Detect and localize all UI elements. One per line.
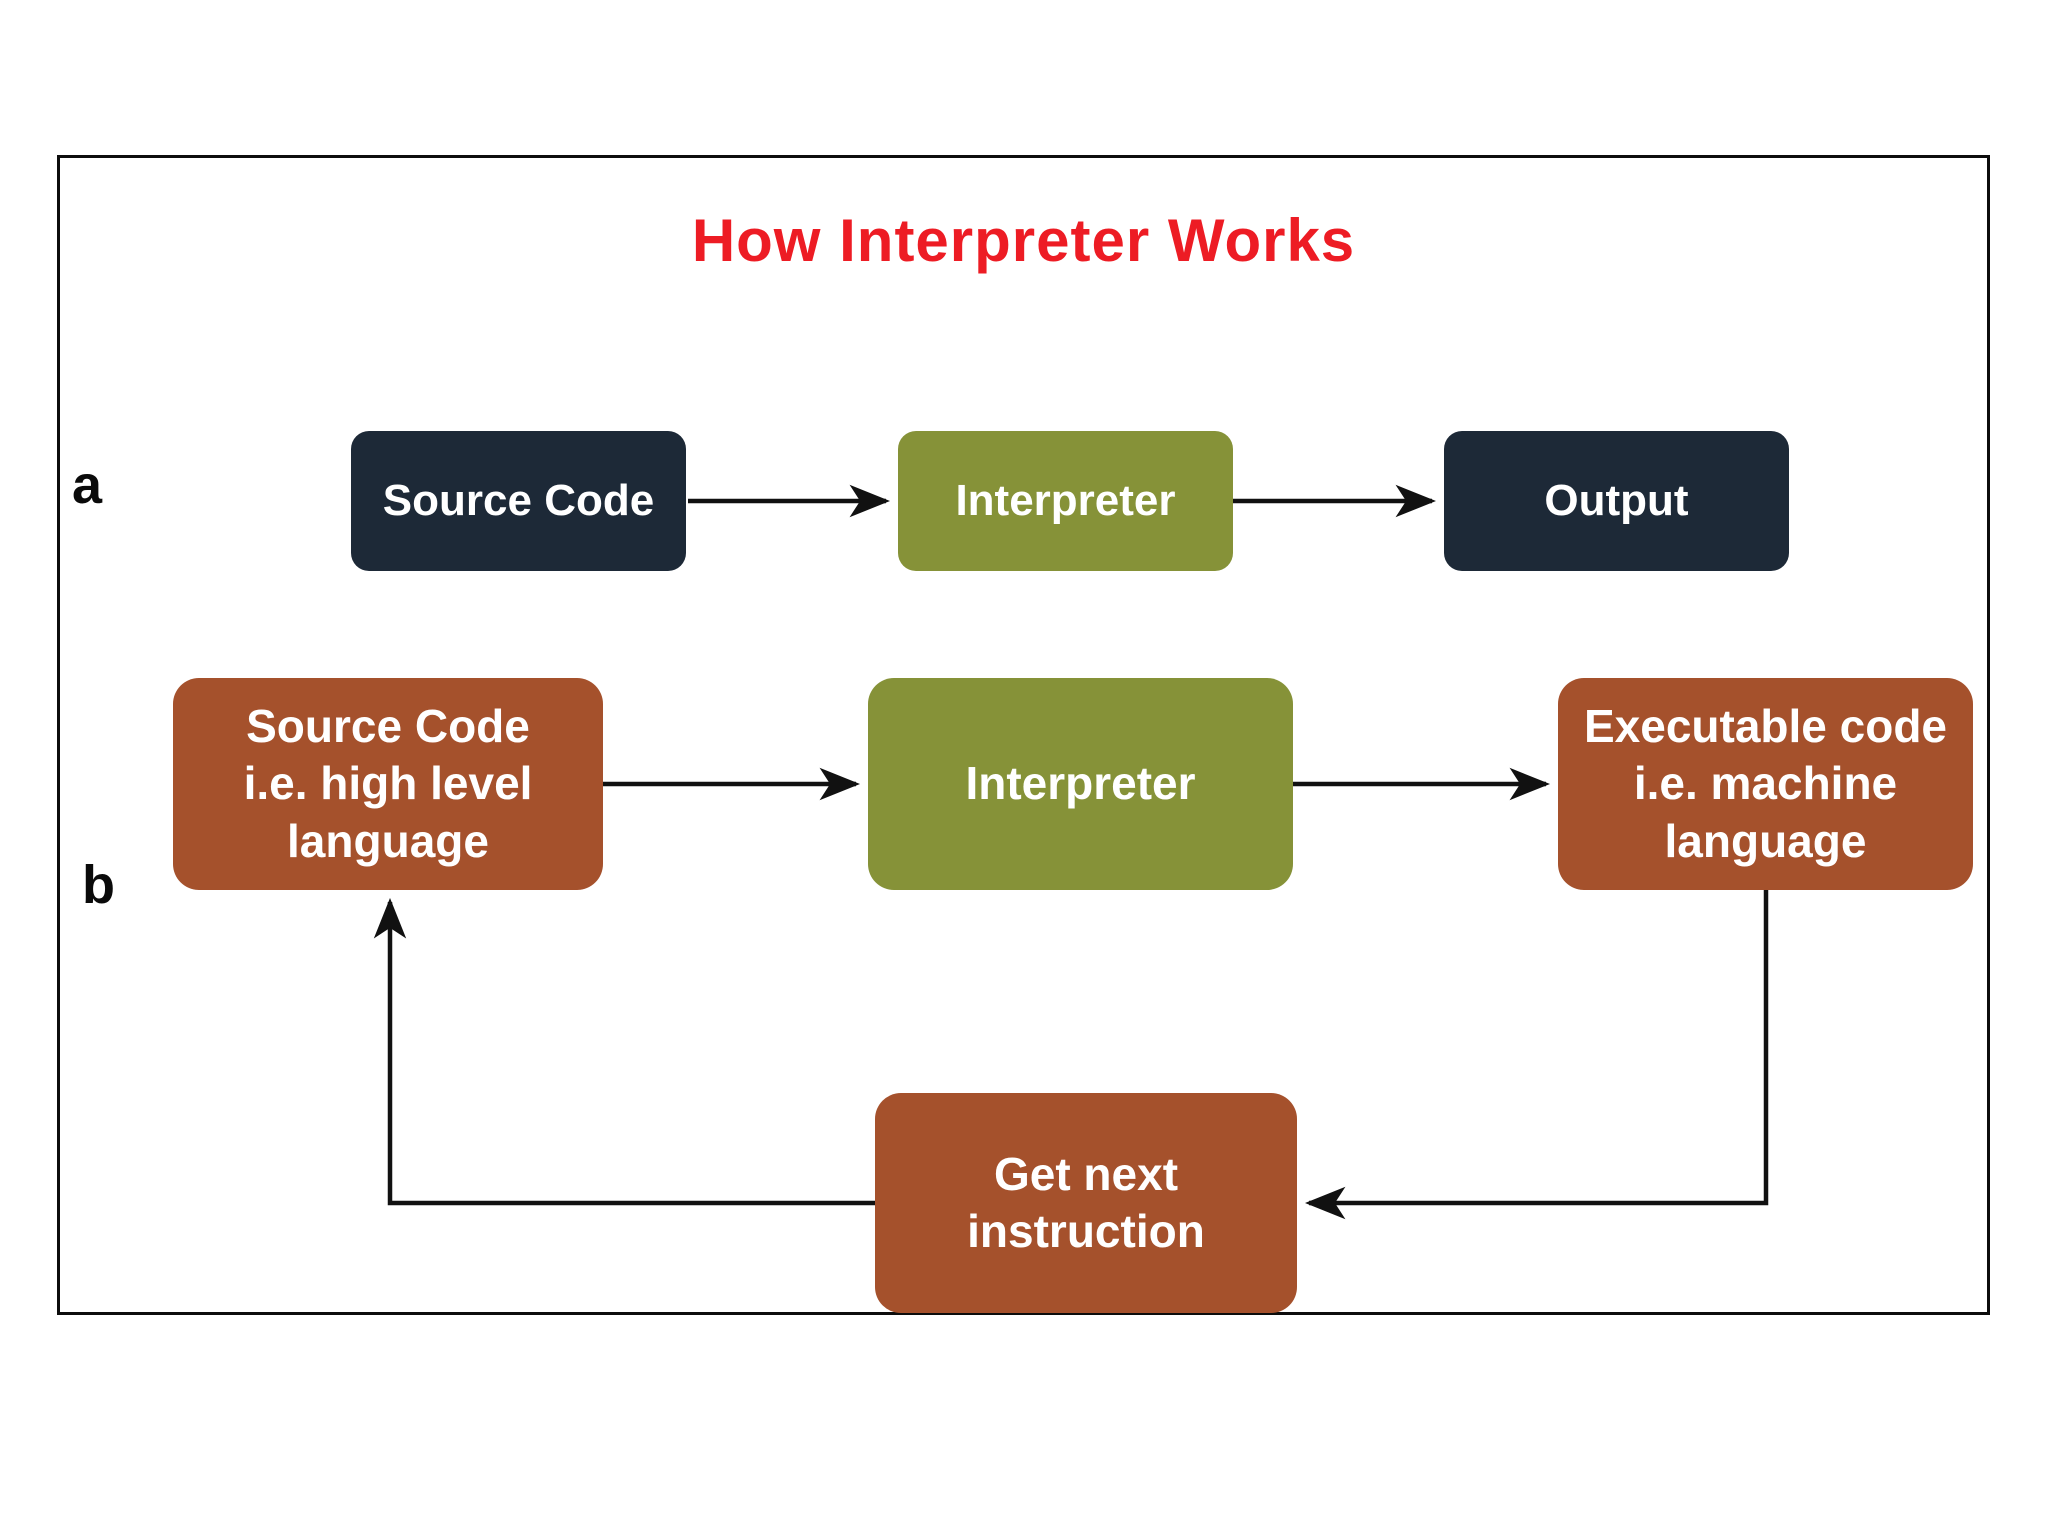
diagram-title: How Interpreter Works: [691, 207, 1356, 274]
arrow-getnext-to-sourcecode: [373, 897, 875, 1206]
node-source-code-b: Source Code i.e. high level language: [173, 678, 603, 890]
row-label-b: b: [82, 855, 115, 915]
node-source-code-a: Source Code: [351, 431, 686, 571]
node-executable-code-b: Executable code i.e. machine language: [1558, 678, 1973, 890]
node-interpreter-a: Interpreter: [898, 431, 1233, 571]
diagram-frame: How Interpreter Works a b Source Code In…: [57, 155, 1990, 1315]
row-label-a: a: [72, 455, 103, 515]
node-get-next-instruction: Get next instruction: [875, 1093, 1297, 1313]
node-interpreter-b: Interpreter: [868, 678, 1293, 890]
arrow-executable-to-getnext: [1304, 890, 1769, 1220]
node-output-a: Output: [1444, 431, 1789, 571]
